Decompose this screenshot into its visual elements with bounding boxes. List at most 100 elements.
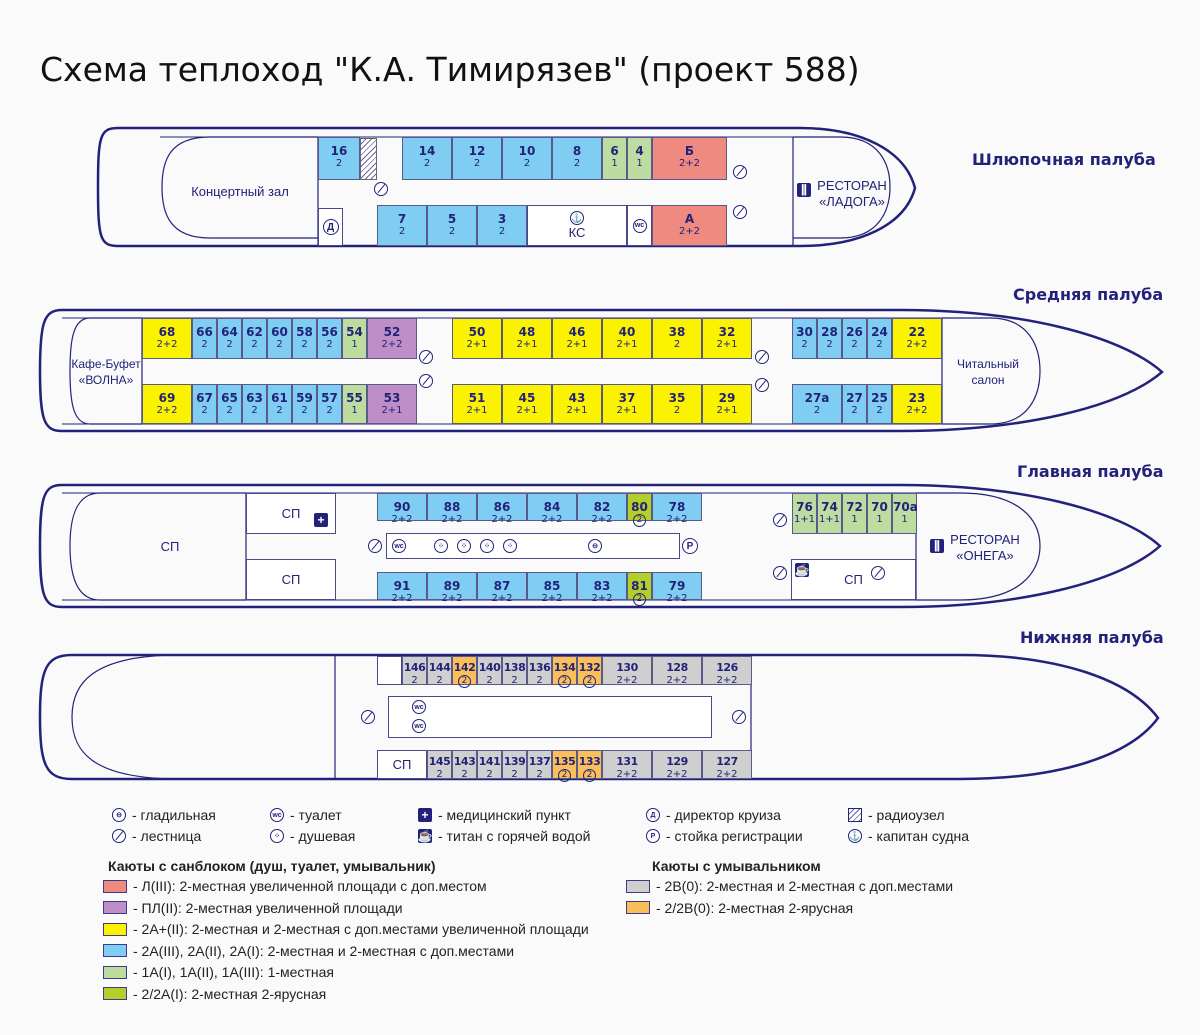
cabin-capacity: 2+1	[516, 405, 538, 416]
room-concert-hall: Концертный зал	[191, 184, 289, 199]
bunk-capacity-icon: 2	[633, 514, 646, 527]
cabin-number: 51	[468, 391, 486, 405]
cabin-capacity: 2	[276, 405, 283, 416]
legend-label: - 2/2А(I): 2-местная 2-ярусная	[133, 985, 327, 1002]
cabin-capacity: 2	[398, 226, 406, 237]
legend-label: - 2А(III), 2А(II), 2А(I): 2-местная и 2-…	[133, 942, 515, 959]
cabin-capacity: 2+2	[156, 339, 178, 350]
